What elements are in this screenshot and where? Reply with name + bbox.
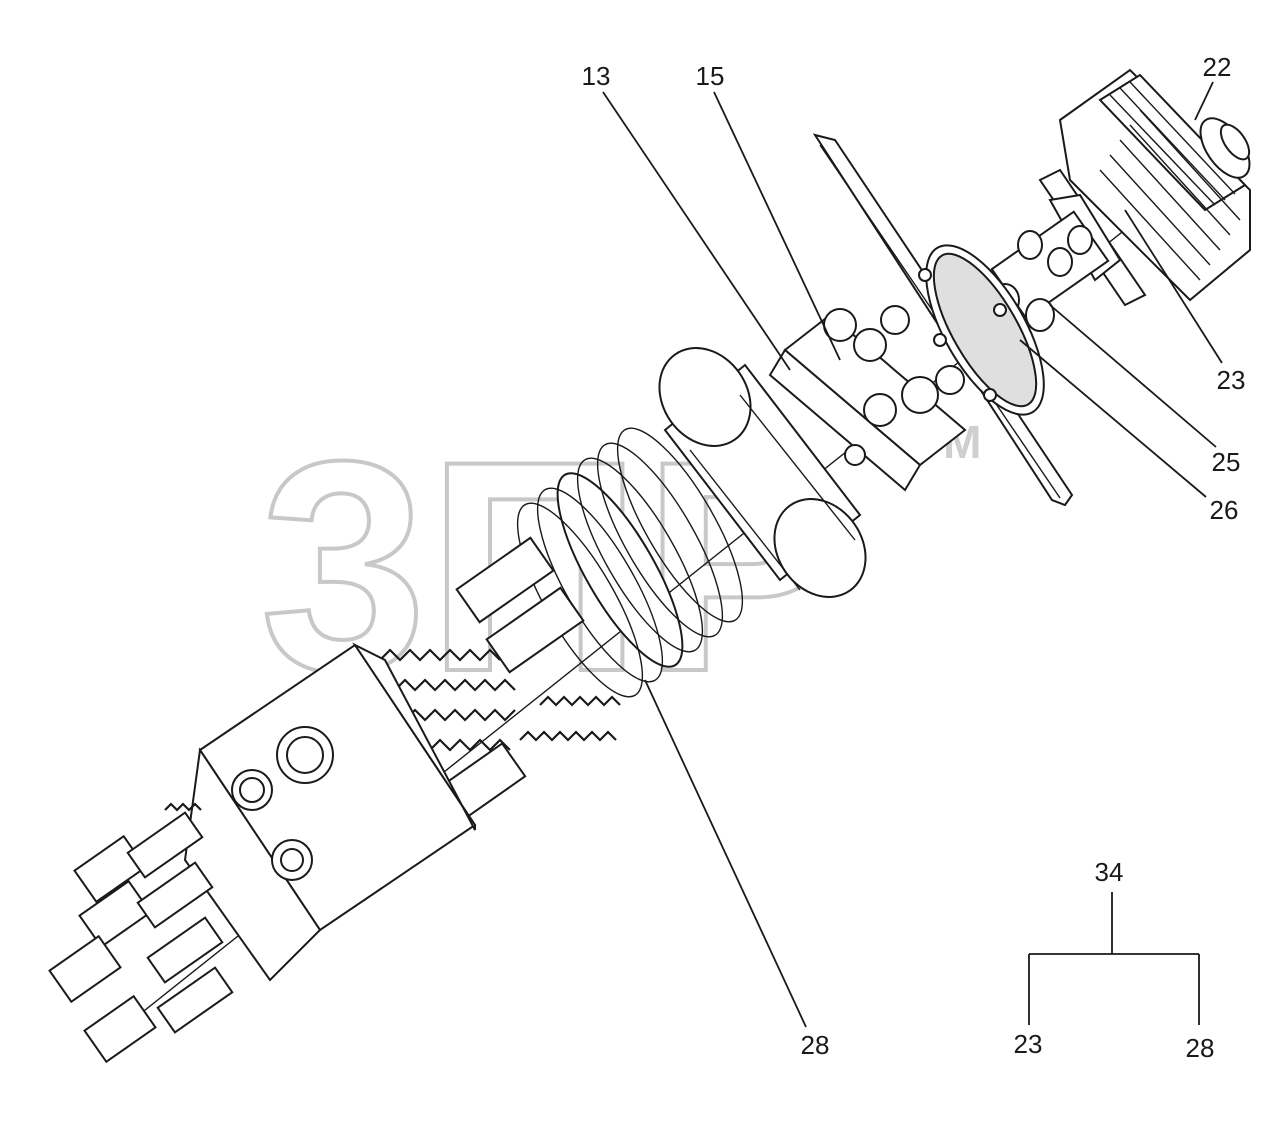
leader-28 (644, 679, 807, 1028)
tree-leaf-28: 28 (1186, 1033, 1215, 1063)
callout-26: 26 (1210, 495, 1239, 525)
tree-root-34: 34 (1095, 857, 1124, 887)
part-valve-body (183, 642, 477, 982)
leader-22 (1194, 81, 1214, 121)
callout-labels: 13 15 22 23 25 26 28 (582, 52, 1246, 1060)
assembly-parts (48, 68, 1251, 1064)
tree-leaf-23: 23 (1014, 1029, 1043, 1059)
callout-28: 28 (801, 1030, 830, 1060)
callout-22: 22 (1203, 52, 1232, 82)
part-15-manifold-block (768, 305, 967, 492)
part-13-cylinder-housing (658, 347, 867, 598)
part-22-motor-housing (1058, 68, 1251, 302)
leader-15 (713, 91, 841, 361)
callout-15: 15 (696, 61, 725, 91)
leader-13 (602, 91, 791, 371)
leader-25 (1049, 304, 1217, 448)
part-28-spring-set (379, 536, 621, 818)
callout-13: 13 (582, 61, 611, 91)
callout-23: 23 (1217, 365, 1246, 395)
callout-25: 25 (1212, 447, 1241, 477)
part-cartridge-fittings (48, 802, 234, 1064)
part-disc-stack (516, 427, 744, 698)
leader-26 (1019, 339, 1207, 498)
part-26-gasket-plate (812, 133, 1074, 507)
leader-lines (602, 81, 1223, 1028)
leader-23 (1124, 209, 1223, 364)
assembly-tree: 34 23 28 (1014, 857, 1215, 1063)
